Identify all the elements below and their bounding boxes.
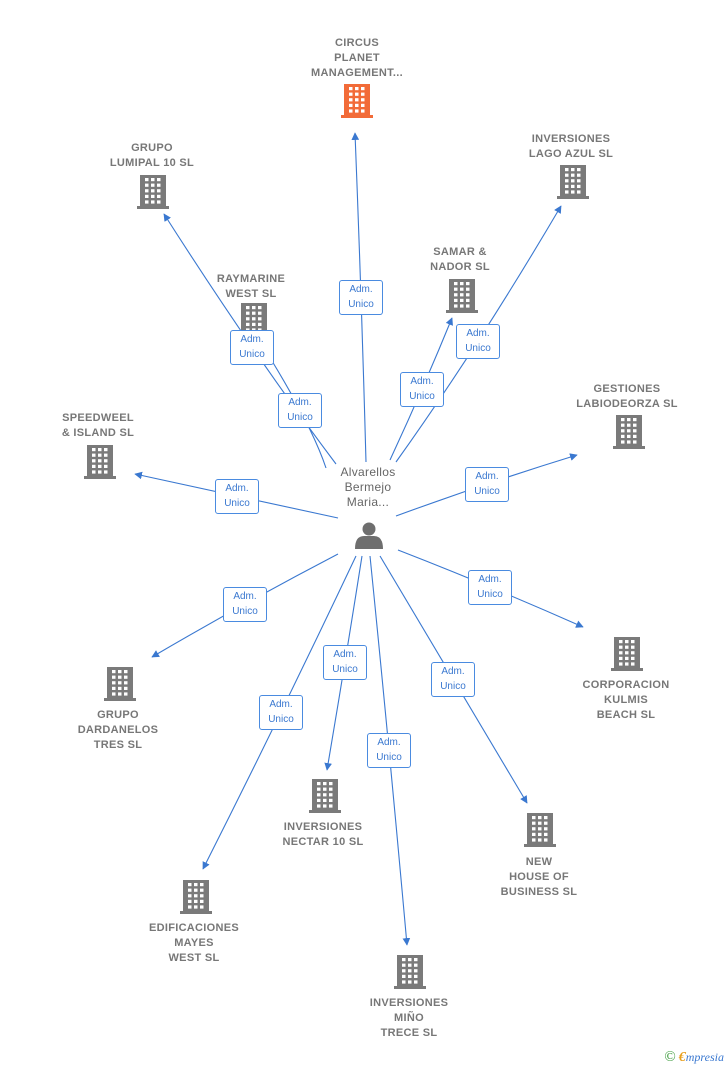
relation-badge-circus: Adm. Unico [339,280,383,315]
building-icon[interactable] [309,779,341,813]
relation-badge-mayes: Adm. Unico [259,695,303,730]
company-label-raymarine: RAYMARINE WEST SL [216,273,286,300]
relation-badge-gestiones: Adm. Unico [465,467,509,502]
building-icon[interactable] [446,279,478,313]
building-icon[interactable] [84,445,116,479]
relation-badge-newhouse: Adm. Unico [431,662,475,697]
relation-badge-lumipal: Adm. Unico [230,330,274,365]
building-icon[interactable] [137,175,169,209]
relation-badge-samar: Adm. Unico [400,372,444,407]
company-label-dardanelos: GRUPO DARDANELOS TRES SL [77,709,159,751]
brand-name: mpresia [685,1050,724,1064]
relation-badge-mino: Adm. Unico [367,733,411,768]
company-label-lumipal: GRUPO LUMIPAL 10 SL [109,142,195,169]
building-icon[interactable] [524,813,556,847]
company-label-circus: CIRCUS PLANET MANAGEMENT... [311,37,403,79]
company-label-newhouse: NEW HOUSE OF BUSINESS SL [500,856,578,898]
copyright-icon: © [664,1049,676,1065]
nodes [84,84,645,989]
company-label-gestiones: GESTIONES LABIODEORZA SL [576,383,678,410]
building-icon[interactable] [180,880,212,914]
building-icon[interactable] [104,667,136,701]
relation-badge-lagoazul: Adm. Unico [456,324,500,359]
building-icon[interactable] [557,165,589,199]
building-icon[interactable] [341,84,373,118]
building-icon[interactable] [613,415,645,449]
relation-badge-nectar: Adm. Unico [323,645,367,680]
building-icon[interactable] [394,955,426,989]
relation-badge-speedweel: Adm. Unico [215,479,259,514]
relation-badge-dardanelos: Adm. Unico [223,587,267,622]
company-label-nectar: INVERSIONES NECTAR 10 SL [282,821,364,848]
building-icon[interactable] [611,637,643,671]
company-label-mino: INVERSIONES MIÑO TRECE SL [369,997,449,1039]
company-label-mayes: EDIFICACIONES MAYES WEST SL [148,922,240,964]
person-label: Alvarellos Bermejo Maria... [340,465,396,509]
company-label-samar: SAMAR & NADOR SL [430,246,490,273]
person-icon[interactable] [355,522,383,550]
company-label-speedweel: SPEEDWEEL & ISLAND SL [61,412,135,439]
relation-badge-raymarine: Adm. Unico [278,393,322,428]
company-label-corporacion: CORPORACION KULMIS BEACH SL [582,679,670,721]
empresia-logo: © €mpresia [664,1049,724,1066]
company-label-lagoazul: INVERSIONES LAGO AZUL SL [528,133,614,160]
relation-badge-corporacion: Adm. Unico [468,570,512,605]
brand-initial: € [678,1050,686,1065]
